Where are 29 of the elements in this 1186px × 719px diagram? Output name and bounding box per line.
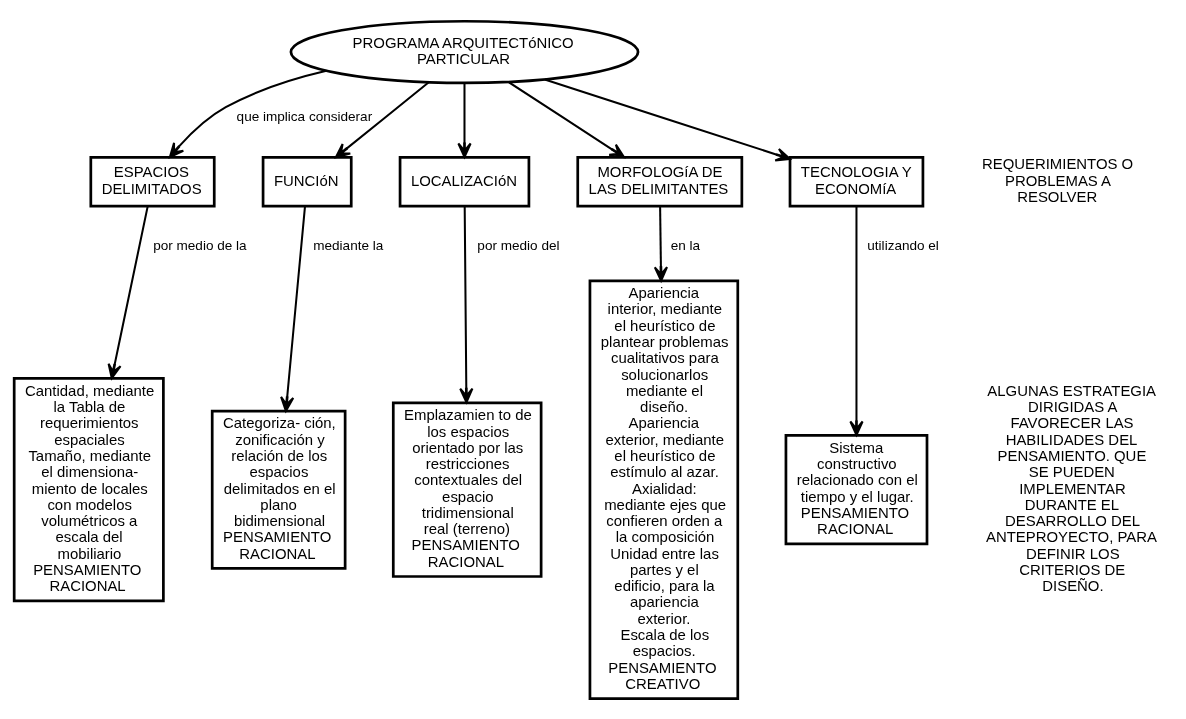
edge-label: en la bbox=[670, 237, 701, 253]
node-box: TECNOLOGIA Y ECONOMíA bbox=[788, 155, 925, 208]
node-box: Apariencia interior, mediante el heurístico de plantear problemas cualitativos para solucionarlos mediante el diseño. Apariencia exterior, mediante el heurístico de estímulo al azar. Axialidad: mediante ejes que confieren orden a la composición Unidad entre las partes y el edificio, para la apariencia exterior. Escala de los espacios. PENSAMIENTO CREATIVO bbox=[588, 278, 740, 700]
arrow bbox=[334, 81, 430, 158]
node-box: LOCALIZACIóN bbox=[398, 155, 531, 208]
arrow bbox=[849, 206, 864, 436]
node-box: Cantidad, mediante la Tabla de requerimientos espaciales Tamaño, mediante el dimensiona- miento de locales con modelos volumétricos a escala del mobiliario PENSAMIENTO RACIONAL bbox=[12, 376, 165, 602]
node-box: Emplazamien to de los espacios orientado por las restricciones contextuales del espacio tridimensional real (terreno) PENSAMIENTO RACIONAL bbox=[391, 401, 543, 578]
edge-label: que implica considerar bbox=[236, 108, 373, 124]
arrow bbox=[544, 78, 791, 162]
arrow bbox=[507, 80, 625, 158]
node-box: Categoriza- ción, zonificación y relación de los espacios delimitados en el plano bidimensional PENSAMIENTO RACIONAL bbox=[210, 409, 347, 570]
node-box: ESPACIOS DELIMITADOS bbox=[89, 155, 216, 208]
arrow bbox=[459, 206, 474, 403]
edge-label: mediante la bbox=[313, 237, 384, 253]
arrow bbox=[280, 206, 306, 412]
node-box: FUNCIóN bbox=[261, 155, 353, 208]
node-box: MORFOLOGíA DE LAS DELIMITANTES bbox=[576, 155, 744, 208]
node-ellipse: PROGRAMA ARQUITECTóNICO PARTICULAR bbox=[289, 19, 640, 84]
label: ALGUNAS ESTRATEGIA DIRIGIDAS A FAVORECER LAS HABILIDADES DEL PENSAMIENTO. QUE SE PUEDEN IMPLEMENTAR DURANTE EL DESARROLLO DEL ANTEPROYECTO, PARA DEFINIR LOS CRITERIOS DE DISEÑO. bbox=[986, 382, 1157, 594]
node-box: Sistema constructivo relacionado con el tiempo y el lugar. PENSAMIENTO RACIONAL bbox=[784, 433, 929, 545]
arrow bbox=[168, 69, 327, 158]
edge-label: por medio del bbox=[477, 237, 560, 253]
arrow bbox=[457, 82, 472, 158]
label: REQUERIMIENTOS O PROBLEMAS A RESOLVER bbox=[981, 155, 1134, 205]
arrow bbox=[107, 205, 149, 379]
edge-label: por medio de la bbox=[153, 237, 247, 253]
arrow bbox=[653, 206, 669, 282]
edge-label: utilizando el bbox=[867, 237, 939, 253]
